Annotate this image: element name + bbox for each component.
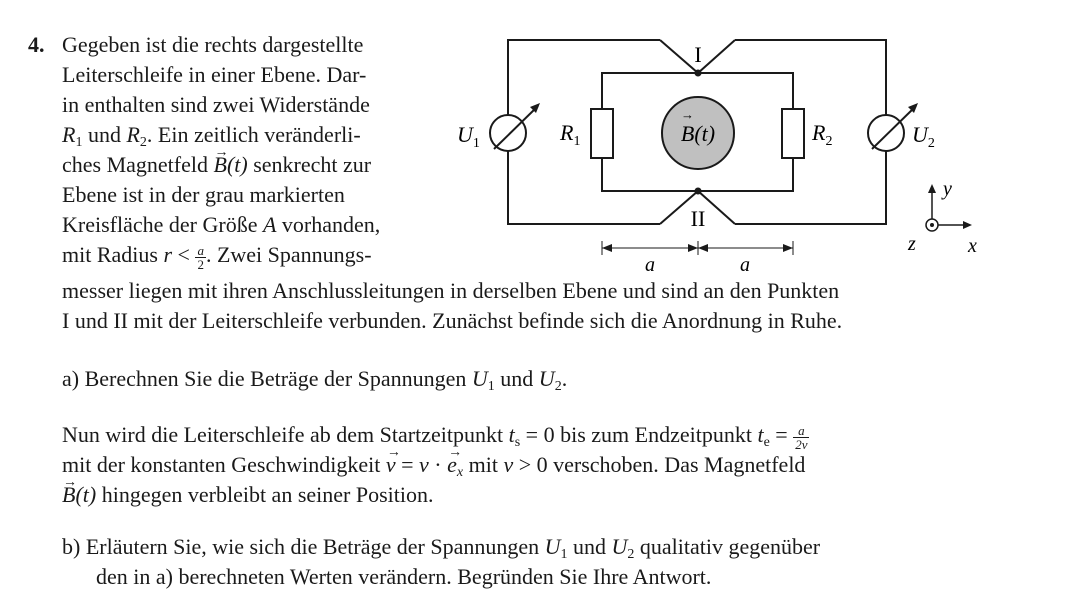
- intro-line-5: ches Magnetfeld B(t) senkrecht zur: [62, 138, 371, 180]
- axis-y-label: y: [941, 178, 952, 200]
- intro-line-2: Leiterschleife in einer Ebene. Dar-: [62, 62, 367, 87]
- intro-line-1: Gegeben ist die rechts dargestellte: [62, 32, 364, 57]
- middle-line-3: B(t) hingegen verbleibt an seiner Positi…: [62, 468, 433, 510]
- voltmeter-u2-needle: [871, 105, 917, 150]
- problem-number: 4.: [28, 32, 45, 57]
- node-ii-label: II: [691, 206, 706, 231]
- resistor-r1: [590, 108, 614, 159]
- middle-line-2: mit der konstanten Geschwindigkeit v = v…: [62, 438, 805, 480]
- magnetic-field-area: [661, 96, 735, 170]
- dim-arrow-left: [602, 244, 612, 252]
- intro-line-4: R1 und R2. Ein zeitlich veränderli-: [62, 122, 361, 150]
- r2-label: R2: [811, 120, 832, 149]
- intro-line-7: Kreisfläche der Größe A vorhanden,: [62, 212, 381, 237]
- voltmeter-u1-arrowhead: [530, 103, 540, 113]
- u2-label: U2: [912, 122, 935, 151]
- voltmeter-u1-needle: [493, 105, 539, 150]
- voltmeter-u2-arrowhead: [908, 103, 918, 113]
- intro-line-6: Ebene ist in der grau markierten: [62, 182, 345, 207]
- z-axis-dot: [930, 223, 934, 227]
- part-b-line-1: b) Erläutern Sie, wie sich die Beträge d…: [62, 534, 821, 562]
- intro-line-10: I und II mit der Leiterschleife verbunde…: [62, 308, 843, 333]
- node-ii-dot: [694, 187, 702, 195]
- middle-line-1: Nun wird die Leiterschleife ab dem Start…: [62, 422, 810, 452]
- dim-a-left: a: [645, 254, 655, 276]
- u1-label: U1: [457, 122, 480, 151]
- node-i-dot: [694, 69, 702, 77]
- inner-top-left-wire: [601, 72, 698, 109]
- dim-a-right: a: [740, 254, 750, 276]
- inner-bottom-right-wire: [698, 158, 794, 192]
- node-i-label: I: [694, 42, 701, 67]
- axis-z-label: z: [907, 233, 916, 255]
- part-b-line-2: den in a) berechneten Werten verändern. …: [96, 564, 712, 589]
- dim-arrow-right: [783, 244, 793, 252]
- r1-label: R1: [559, 120, 580, 149]
- inner-bottom-left-wire: [601, 158, 698, 192]
- outer-right-wire: [735, 39, 887, 225]
- resistor-r2: [781, 108, 805, 159]
- intro-line-9: messer liegen mit ihren Anschlussleitung…: [62, 278, 840, 303]
- y-axis-arrowhead: [928, 184, 936, 193]
- axis-x-label: x: [967, 235, 977, 257]
- inner-top-right-wire: [698, 72, 794, 109]
- part-a: a) Berechnen Sie die Beträge der Spannun…: [62, 366, 568, 394]
- x-axis-arrowhead: [963, 221, 972, 229]
- field-label: B(t): [681, 121, 715, 146]
- dim-arrow-mid-right: [698, 244, 708, 252]
- dim-arrow-mid-left: [688, 244, 698, 252]
- voltmeter-u1: [489, 114, 527, 152]
- outer-left-wire: [507, 39, 660, 225]
- field-vector-arrow: →: [681, 107, 694, 122]
- intro-line-3: in enthalten sind zwei Widerstände: [62, 92, 370, 117]
- circuit-diagram: I II U1 U2 R1 R2 B(t) → a a y x z: [457, 39, 977, 276]
- voltmeter-u2: [867, 114, 905, 152]
